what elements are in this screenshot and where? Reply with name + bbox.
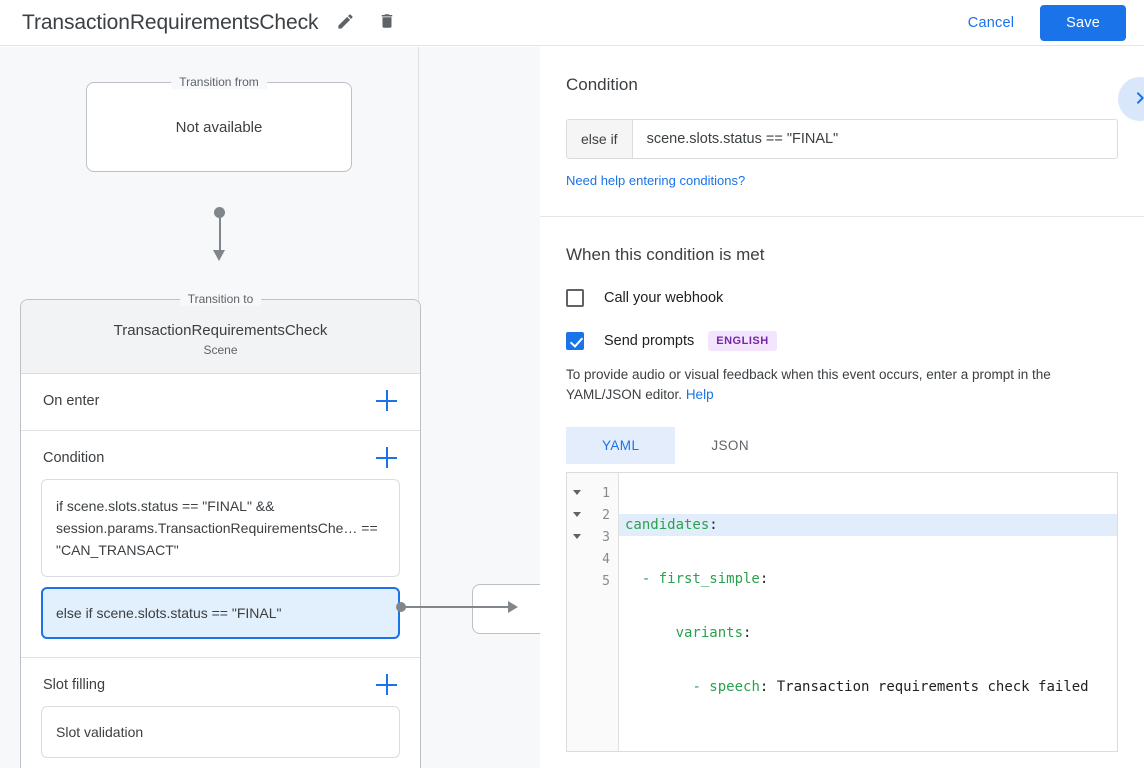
add-condition-icon[interactable]	[376, 447, 398, 469]
transition-to-legend: Transition to	[179, 292, 262, 306]
transition-from-value: Not available	[175, 118, 263, 136]
condition-section: Condition else if Need help entering con…	[540, 47, 1144, 217]
line-number: 5	[602, 573, 610, 589]
scene-card-header: Transition to TransactionRequirementsChe…	[21, 292, 420, 374]
connector-arrow-right-icon	[508, 601, 518, 613]
editor-code-area[interactable]: candidates: - first_simple: variants: - …	[619, 473, 1117, 751]
save-button[interactable]: Save	[1040, 4, 1126, 41]
transition-to-node[interactable]: Transition to TransactionRequirementsChe…	[20, 292, 421, 768]
code-key: speech	[709, 679, 760, 695]
gutter-line[interactable]: 3	[567, 526, 618, 548]
section-on-enter: On enter	[21, 374, 420, 431]
prompts-description: To provide audio or visual feedback when…	[566, 365, 1118, 405]
condition-item-selected[interactable]: else if scene.slots.status == "FINAL"	[41, 587, 400, 639]
condition-prefix-label: else if	[567, 120, 633, 158]
scene-name: TransactionRequirementsCheck	[113, 322, 328, 339]
connector-line-vertical	[219, 213, 221, 255]
add-slot-filling-icon[interactable]	[376, 674, 398, 696]
section-title-on-enter: On enter	[43, 393, 100, 409]
fold-triangle-icon[interactable]	[573, 512, 581, 517]
pencil-icon	[336, 12, 355, 34]
call-webhook-checkbox[interactable]	[566, 289, 584, 307]
fold-triangle-icon[interactable]	[573, 490, 581, 495]
section-slot-filling: Slot filling Slot validation Transaction…	[21, 658, 420, 768]
code-rest: Transaction requirements check failed	[768, 679, 1089, 695]
gutter-line[interactable]: 5	[567, 570, 618, 592]
add-on-enter-icon[interactable]	[376, 390, 398, 412]
line-number: 4	[602, 551, 610, 567]
flow-canvas[interactable]: Transition from Not available Transition…	[0, 47, 540, 768]
code-punct: :	[709, 517, 718, 533]
section-head-condition: Condition	[21, 431, 420, 479]
editor-format-tabs: YAML JSON	[566, 427, 1118, 464]
section-head-slot-filling: Slot filling	[21, 658, 420, 706]
code-indent	[625, 679, 692, 695]
code-line[interactable]: variants:	[619, 622, 1117, 644]
prompts-description-text: To provide audio or visual feedback when…	[566, 367, 1051, 402]
connector-arrow-down-icon	[213, 250, 225, 261]
code-punct: :	[759, 679, 769, 695]
line-number: 1	[602, 485, 610, 501]
code-dash: -	[692, 679, 710, 695]
code-punct: :	[743, 625, 752, 641]
details-panel: Condition else if Need help entering con…	[540, 47, 1144, 768]
condition-help-link[interactable]: Need help entering conditions?	[566, 173, 746, 188]
section-condition: Condition if scene.slots.status == "FINA…	[21, 431, 420, 658]
condition-item[interactable]: if scene.slots.status == "FINAL" && sess…	[41, 479, 400, 577]
editor-gutter: 1 2 3 4 5	[567, 473, 619, 751]
prompts-help-link[interactable]: Help	[685, 387, 714, 402]
connector-dot-out	[396, 602, 406, 612]
code-punct: :	[759, 571, 769, 587]
code-line[interactable]	[619, 730, 1117, 751]
language-badge: ENGLISH	[708, 331, 777, 351]
delete-button[interactable]	[372, 8, 402, 38]
cancel-button[interactable]: Cancel	[954, 6, 1028, 40]
line-number: 2	[602, 507, 610, 523]
webhook-row[interactable]: Call your webhook	[566, 289, 1118, 307]
code-key: first_simple	[658, 571, 760, 587]
code-indent	[625, 625, 676, 641]
slot-filling-item[interactable]: Slot validation	[41, 706, 400, 758]
scene-type: Scene	[203, 343, 238, 357]
gutter-line[interactable]: 4	[567, 548, 618, 570]
fold-triangle-icon[interactable]	[573, 534, 581, 539]
yaml-editor[interactable]: 1 2 3 4 5 candidates: - first_simple: va…	[566, 472, 1118, 752]
tab-json[interactable]: JSON	[675, 427, 785, 464]
trash-icon	[378, 12, 396, 33]
connector-dot-top	[214, 207, 225, 218]
section-title-condition: Condition	[43, 450, 105, 466]
code-indent	[625, 571, 642, 587]
edit-title-button[interactable]	[330, 8, 360, 38]
condition-met-section: When this condition is met Call your web…	[540, 217, 1144, 768]
tab-yaml[interactable]: YAML	[566, 427, 676, 464]
section-title-slot-filling: Slot filling	[43, 677, 106, 693]
condition-input-row[interactable]: else if	[566, 119, 1118, 159]
transition-from-legend: Transition from	[171, 75, 267, 89]
condition-met-heading: When this condition is met	[566, 245, 765, 264]
code-line[interactable]: candidates:	[619, 514, 1117, 536]
page-title: TransactionRequirementsCheck	[22, 10, 319, 34]
section-head-on-enter: On enter	[21, 374, 420, 422]
chevron-right-icon	[1132, 90, 1144, 109]
next-node[interactable]	[472, 584, 540, 634]
top-bar: TransactionRequirementsCheck Cancel Save	[0, 0, 1144, 46]
code-line[interactable]: - speech: Transaction requirements check…	[619, 676, 1117, 698]
condition-expression-input[interactable]	[632, 120, 1117, 158]
send-prompts-label: Send prompts	[604, 333, 695, 349]
code-line[interactable]: - first_simple:	[619, 568, 1117, 590]
gutter-line[interactable]: 1	[567, 482, 618, 504]
expand-panel-button[interactable]	[1118, 77, 1144, 121]
call-webhook-label: Call your webhook	[604, 290, 724, 306]
gutter-line[interactable]: 2	[567, 504, 618, 526]
transition-from-node[interactable]: Transition from Not available	[86, 75, 352, 172]
code-dash: -	[641, 571, 659, 587]
condition-heading: Condition	[566, 75, 638, 94]
code-key: candidates	[625, 517, 710, 533]
send-prompts-row[interactable]: Send prompts ENGLISH	[566, 331, 1118, 351]
line-number: 3	[602, 529, 610, 545]
send-prompts-checkbox[interactable]	[566, 332, 584, 350]
connector-line-horizontal	[404, 606, 512, 608]
code-key: variants	[675, 625, 744, 641]
